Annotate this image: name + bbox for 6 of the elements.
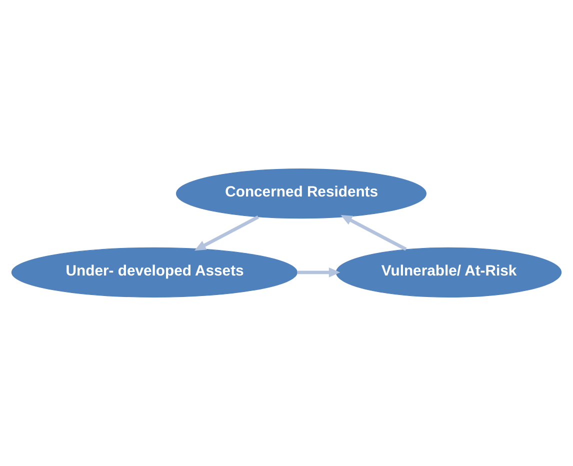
arrow — [340, 215, 407, 251]
arrow — [297, 267, 340, 278]
node-ellipse: Concerned Residents — [176, 168, 426, 219]
arrow — [194, 215, 259, 251]
node-ellipse: Vulnerable/ At-Risk — [336, 247, 562, 298]
node-ellipse: Under- developed Assets — [11, 247, 298, 298]
